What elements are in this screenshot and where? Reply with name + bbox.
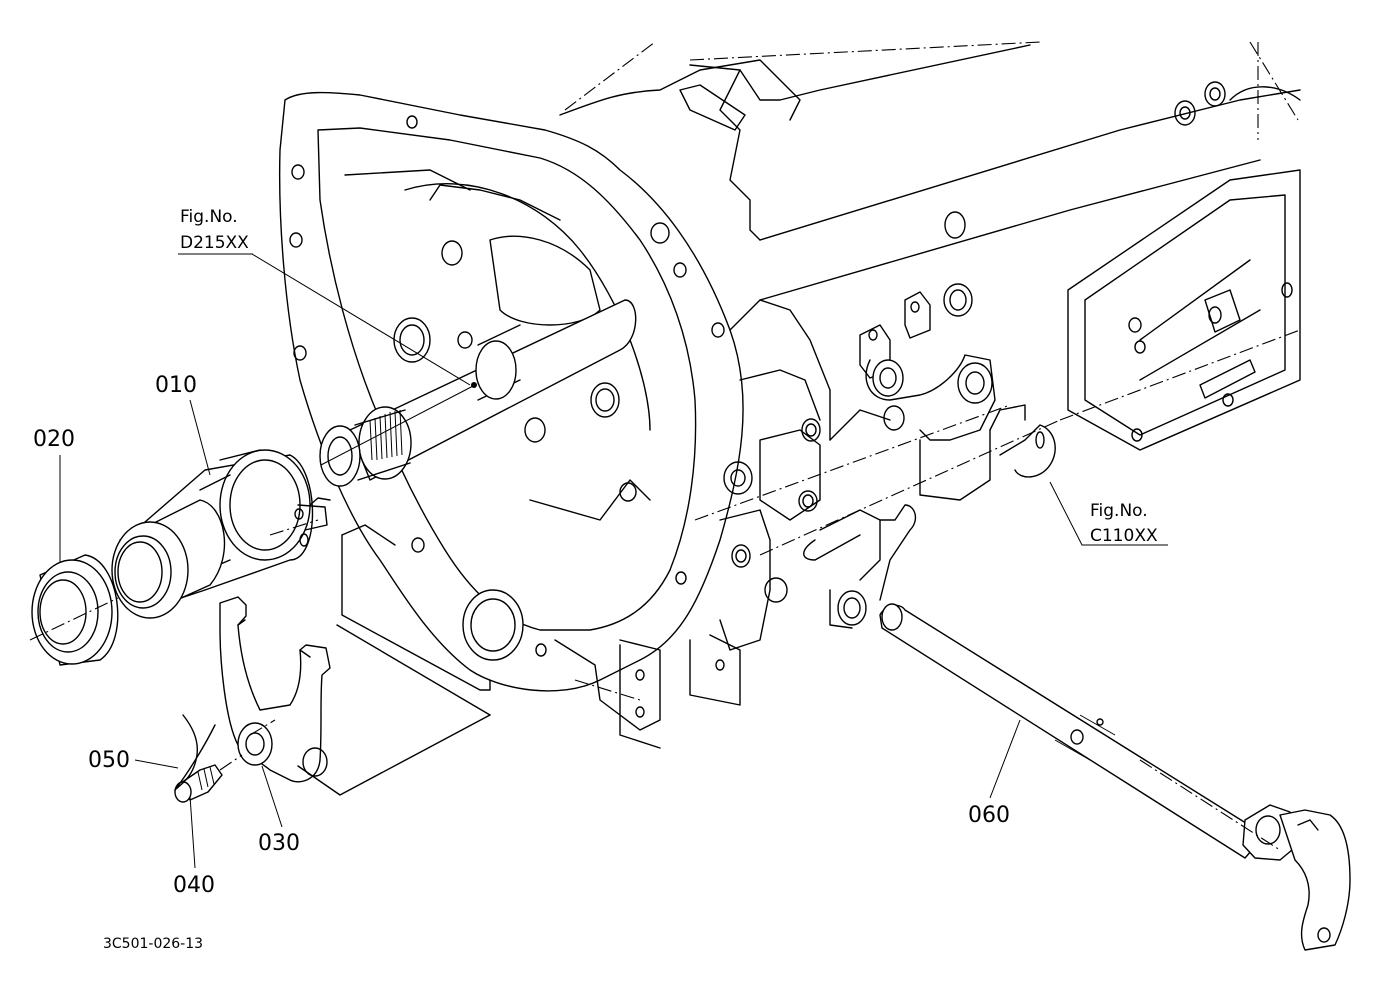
fig-ref-d215xx-prefix: Fig.No. bbox=[180, 207, 238, 227]
release-shaft bbox=[879, 603, 1351, 951]
set-bolt bbox=[174, 754, 243, 803]
leader-030 bbox=[261, 765, 283, 828]
label-050: 050 bbox=[88, 748, 130, 773]
label-010: 010 bbox=[155, 373, 197, 398]
leader-060 bbox=[989, 719, 1021, 799]
release-fork bbox=[219, 596, 491, 796]
label-030: 030 bbox=[258, 831, 300, 856]
release-bearing bbox=[29, 554, 119, 666]
drawing-code: 3C501-026-13 bbox=[103, 936, 203, 952]
leader-050 bbox=[134, 759, 179, 769]
leader-c110xx bbox=[1049, 481, 1168, 546]
input-shaft bbox=[319, 299, 637, 487]
fig-ref-c110xx-prefix: Fig.No. bbox=[1090, 501, 1148, 521]
label-060: 060 bbox=[968, 803, 1010, 828]
wire bbox=[174, 714, 216, 791]
figure-reference-c110xx: Fig.No. C110XX bbox=[1090, 501, 1158, 546]
leader-010 bbox=[189, 399, 211, 476]
release-bearing-hub bbox=[111, 449, 331, 619]
leader-040 bbox=[189, 795, 196, 869]
callouts: 010 020 030 040 050 060 Fig.No. D215XX F… bbox=[33, 207, 1158, 952]
fig-ref-d215xx-number: D215XX bbox=[180, 233, 249, 253]
spline-teeth bbox=[369, 409, 403, 461]
leader-lines bbox=[59, 253, 1168, 869]
leader-d215xx bbox=[251, 253, 471, 386]
figure-reference-d215xx: Fig.No. D215XX bbox=[178, 207, 253, 255]
fig-ref-c110xx-number: C110XX bbox=[1090, 526, 1158, 546]
label-020: 020 bbox=[33, 427, 75, 452]
label-040: 040 bbox=[173, 873, 215, 898]
